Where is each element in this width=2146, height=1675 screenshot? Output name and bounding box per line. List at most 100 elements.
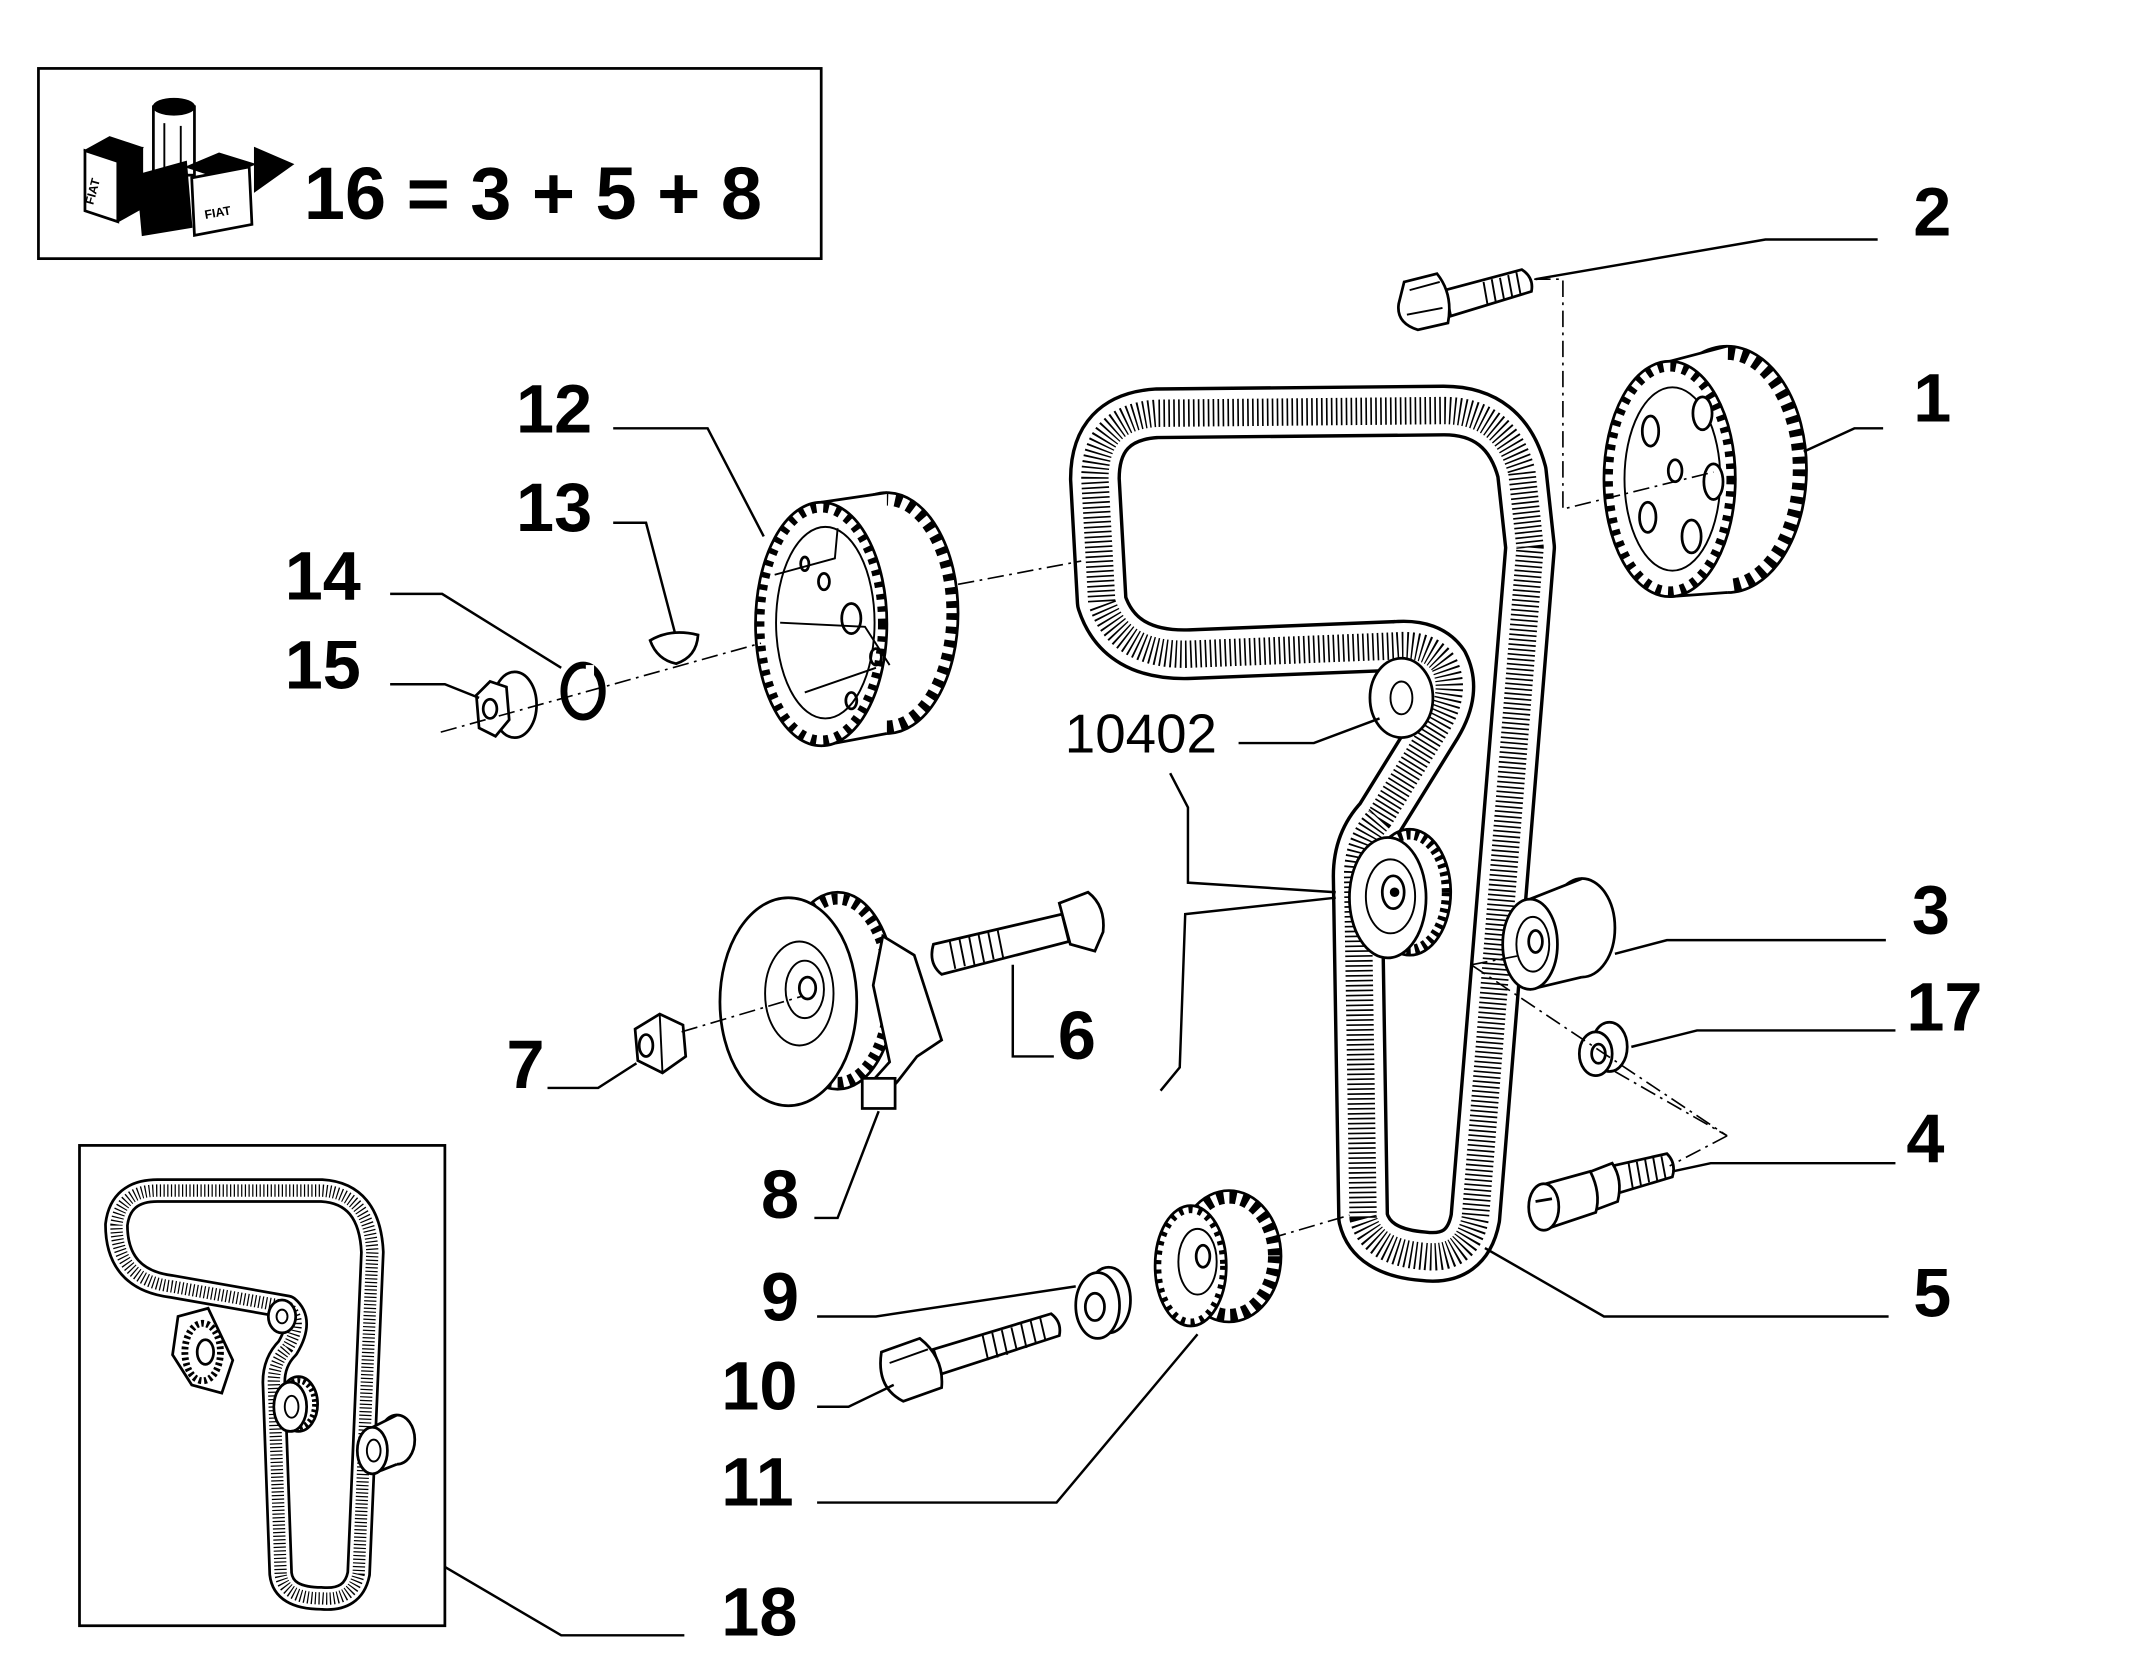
inset-frame — [78, 1144, 447, 1628]
inset-idler-outer — [266, 1298, 298, 1335]
thread-line — [1020, 1323, 1028, 1349]
pulley-center-bore — [840, 602, 863, 635]
washer-split — [585, 665, 595, 677]
tensioner-pulley — [1348, 827, 1453, 960]
crankshaft-gear — [1153, 1189, 1283, 1328]
bolt-head — [1057, 890, 1105, 953]
washer-ring — [560, 661, 606, 721]
inset-tensioner-hub — [283, 1394, 300, 1419]
inset-belt-hatching — [110, 1184, 379, 1605]
tensioner-bolt — [1389, 887, 1400, 898]
leader-line-18 — [444, 1565, 685, 1637]
inset-roller-edge — [371, 1413, 398, 1429]
pulley-hole — [1640, 414, 1661, 448]
inset-belt-kit — [78, 1144, 447, 1628]
leader-line-11 — [817, 1333, 1199, 1504]
stud-thread-shaft — [1610, 1152, 1675, 1196]
inset-idler — [266, 1298, 298, 1335]
thread-line — [958, 938, 966, 967]
callout-6: 6 — [1058, 998, 1096, 1074]
gear-bore — [1194, 1243, 1212, 1269]
alignment-lines — [440, 278, 1728, 1240]
bolt-thread — [948, 930, 1005, 970]
thread-line — [1482, 281, 1489, 306]
spacer-front — [1577, 1030, 1614, 1077]
callout-labels: 2 1 12 13 14 15 10402 3 17 4 5 6 7 8 9 1… — [285, 174, 1983, 1650]
kit-box-left-brand: FIAT — [83, 176, 103, 206]
thread-line — [1644, 1158, 1651, 1183]
gear-front-teeth — [1154, 1206, 1227, 1326]
callout-10402: 10402 — [1065, 703, 1217, 765]
thread-line — [1000, 1329, 1009, 1355]
callout-13: 13 — [516, 470, 592, 546]
leader-line-6 — [1011, 964, 1054, 1058]
bracket-upper — [1169, 772, 1336, 894]
callout-18: 18 — [721, 1574, 797, 1650]
idler-roller — [1501, 877, 1617, 991]
inset-belt-face — [106, 1180, 382, 1609]
belt-idler-pulley — [1368, 656, 1435, 739]
pulley-hole — [1638, 500, 1658, 534]
pulley-back-teeth — [1647, 346, 1807, 593]
bolt-head — [879, 1336, 944, 1403]
kit-legend-frame — [37, 67, 823, 261]
axis-line-stud — [1669, 1135, 1728, 1167]
pulley-hole — [817, 572, 831, 592]
nut-bore — [637, 1033, 655, 1058]
callout-5: 5 — [1913, 1255, 1951, 1331]
callout-2: 2 — [1913, 174, 1951, 250]
inset-roller-bore — [365, 1438, 382, 1463]
nut-hex — [474, 679, 511, 738]
pulley-hole — [1680, 518, 1703, 555]
hex-nut — [633, 1012, 688, 1075]
leader-line-4 — [1672, 1161, 1896, 1173]
pulley-front-teeth — [1603, 361, 1737, 596]
tensioner-ring — [1364, 858, 1417, 935]
inset-roller — [355, 1413, 417, 1476]
thread-line — [1029, 1320, 1037, 1345]
kit-box-right-front — [190, 165, 254, 238]
axis-line-spacer — [1614, 1070, 1728, 1137]
roller-edge — [1529, 877, 1583, 901]
axis-line-roller-short — [1471, 954, 1523, 966]
assembly-bracket — [1159, 772, 1336, 1092]
thread-line — [968, 935, 976, 965]
bolt-head — [1397, 272, 1451, 332]
stud-thread — [1627, 1156, 1667, 1188]
leader-line-13 — [613, 521, 676, 633]
pulley-hole — [869, 647, 883, 667]
spacer — [1577, 1020, 1629, 1077]
pulley-bore — [797, 975, 818, 1001]
kit-box-middle — [136, 160, 193, 237]
inset-belt-outline — [104, 1178, 385, 1611]
tensioner-pulley-assembly — [718, 890, 944, 1110]
bolt-head-facet — [889, 1348, 929, 1364]
bolt-shaft — [931, 1312, 1062, 1376]
leader-line-5 — [1484, 1246, 1889, 1318]
pulley-front-teeth — [754, 502, 888, 746]
axis-line-tensioner — [681, 995, 803, 1033]
kit-equation: 16 = 3 + 5 + 8 — [304, 152, 762, 235]
roller-bearing — [1515, 915, 1551, 973]
stud-bolt — [1527, 1152, 1675, 1232]
thread-line — [981, 1335, 990, 1361]
tensioner-bolt — [930, 890, 1105, 976]
kit-cylinder-top — [152, 97, 196, 116]
kit-box-right-brand: FIAT — [203, 203, 232, 221]
inset-pump-teeth — [181, 1319, 224, 1385]
nut-bore — [481, 697, 499, 720]
inset-tensioner-front — [272, 1380, 309, 1433]
leader-line-7 — [547, 1062, 638, 1090]
leader-line-3 — [1614, 938, 1886, 956]
leader-line-1 — [1803, 427, 1884, 453]
leader-line-15 — [390, 683, 480, 700]
thread-line — [1507, 274, 1514, 298]
lock-washer — [560, 661, 606, 721]
leader-lines — [390, 238, 1896, 1637]
crankshaft-bolt — [879, 1312, 1062, 1403]
stud-slot — [1535, 1197, 1553, 1203]
woodruff-key — [648, 631, 700, 666]
callout-3: 3 — [1912, 872, 1950, 948]
pulley-hole — [844, 691, 859, 711]
